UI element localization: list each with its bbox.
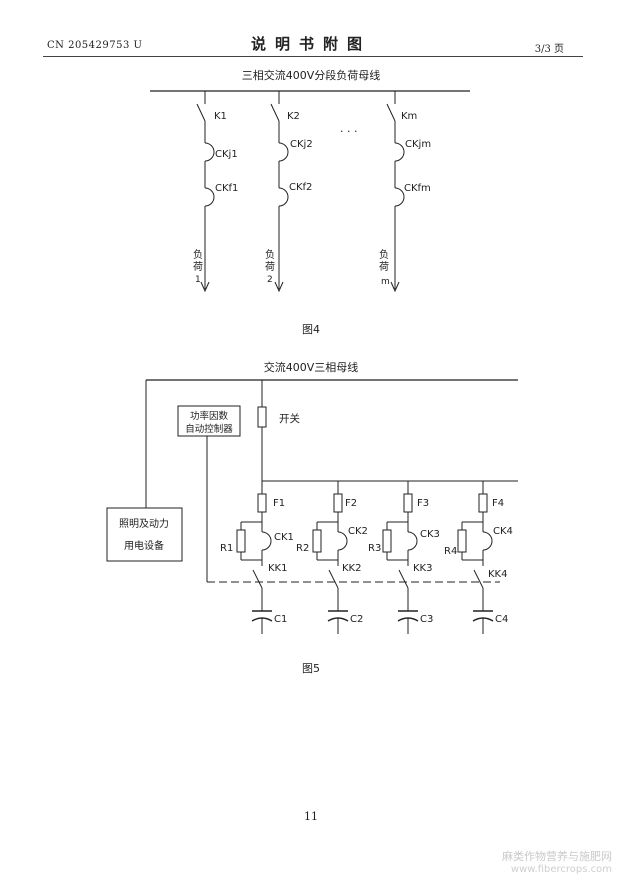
- fig5-label-f4: F4: [492, 498, 504, 509]
- page-indicator: 3/3 页: [534, 44, 564, 55]
- fig5-label-ck2: CK2: [348, 526, 368, 537]
- fig4-label-ckj1: CKj1: [215, 149, 238, 160]
- fig4-label-ckjm: CKjm: [405, 139, 431, 150]
- contactor-kk3: [398, 569, 409, 589]
- fig5-label-c4: C4: [495, 614, 508, 625]
- resistor-r2: [312, 529, 322, 553]
- fig5-label-kk1: KK1: [268, 563, 287, 574]
- fig4-load-arrow-2: [274, 281, 284, 293]
- watermark-text: 麻类作物营养与施肥网: [502, 850, 612, 863]
- controller-box: [177, 405, 241, 437]
- watermark-url: www.fibercrops.com: [510, 864, 612, 875]
- patent-number: CN 205429753 U: [47, 40, 143, 51]
- main-switch: [257, 406, 267, 428]
- fig5-label-ck1: CK1: [274, 532, 294, 543]
- fig5-label-ck3: CK3: [420, 529, 440, 540]
- fig4-load-2-c: 2: [267, 275, 273, 285]
- resistor-r1: [236, 529, 246, 553]
- fig5-branch-2: F2 R2 CK2 KK2 C2: [296, 481, 368, 634]
- fig4-switch-km: [386, 103, 396, 122]
- contactor-kk4: [473, 569, 484, 589]
- fig5-label-f1: F1: [273, 498, 285, 509]
- fig4-branch-2: K2 CKj2 CKf2 负 荷 2: [265, 91, 313, 293]
- fig5-label-r3: R3: [368, 543, 381, 554]
- fig5-bus-label: 交流400V三相母线: [264, 360, 359, 374]
- fuse-f2: [333, 493, 343, 513]
- fig4-load-1-a: 负: [193, 248, 203, 261]
- fig4-label-ckfm: CKfm: [404, 183, 431, 194]
- contactor-kk1: [252, 569, 263, 589]
- fig4-switch-k2: [270, 103, 280, 122]
- equipment-box: [106, 507, 183, 562]
- resistor-r4: [457, 529, 467, 553]
- fig5-label-f3: F3: [417, 498, 429, 509]
- reactor-ck4: [482, 531, 493, 551]
- fig4-load-arrow-m: [390, 281, 400, 293]
- fig4-reactor-ckfm: [394, 187, 405, 207]
- fig4-reactor-ckj2: [278, 142, 289, 162]
- fig5-label-ck4: CK4: [493, 526, 513, 537]
- fig4-reactor-ckf1: [204, 187, 215, 207]
- fig4-label-ckf2: CKf2: [289, 182, 312, 193]
- fig5-label-kk4: KK4: [488, 569, 507, 580]
- equipment-label-1: 照明及动力: [119, 517, 169, 530]
- fig5-label-c2: C2: [350, 614, 363, 625]
- header-rule: [43, 56, 583, 57]
- fig4-label-ckf1: CKf1: [215, 183, 238, 194]
- fig5-caption: 图5: [302, 662, 320, 675]
- equipment-label-2: 用电设备: [124, 539, 164, 552]
- fig4-label-k2: K2: [287, 111, 300, 122]
- fig4-reactor-ckj1: [204, 142, 215, 162]
- controller-label-2: 自动控制器: [185, 423, 233, 435]
- fig5-label-r1: R1: [220, 543, 233, 554]
- fig5-label-f2: F2: [345, 498, 357, 509]
- fuse-f3: [403, 493, 413, 513]
- reactor-ck1: [261, 531, 272, 551]
- reactor-ck3: [407, 531, 418, 551]
- controller-label-1: 功率因数: [190, 410, 229, 422]
- fig4-load-m-a: 负: [379, 248, 389, 261]
- fig5-label-kk2: KK2: [342, 563, 361, 574]
- main-switch-label: 开关: [279, 412, 300, 425]
- fig4-load-m-b: 荷: [379, 261, 389, 273]
- fig4-label-ckj2: CKj2: [290, 139, 313, 150]
- fig4-load-2-a: 负: [265, 248, 275, 261]
- fig5-label-c1: C1: [274, 614, 287, 625]
- fig4-caption: 图4: [302, 323, 320, 336]
- fig4-bus-label: 三相交流400V分段负荷母线: [242, 68, 381, 82]
- fig5-label-c3: C3: [420, 614, 433, 625]
- fig5-branch-1: F1 R1 CK1 KK1 C1: [220, 481, 294, 634]
- page-title: 说明书附图: [250, 35, 371, 53]
- fig4-load-arrow-1: [200, 281, 210, 293]
- fig5-branch-4: F4 R4 CK4 KK4 C4: [444, 481, 513, 634]
- fuse-f1: [257, 493, 267, 513]
- fig5-branch-3: F3 R3 CK3 KK3 C3: [368, 481, 440, 634]
- fig4-branch-m: Km CKjm CKfm 负 荷 m: [379, 91, 431, 293]
- fig5-label-r2: R2: [296, 543, 309, 554]
- fig4-reactor-ckjm: [394, 142, 405, 162]
- fuse-f4: [478, 493, 488, 513]
- fig4-switch-k1: [196, 103, 206, 122]
- fig4-label-km: Km: [401, 111, 417, 122]
- fig4-load-1-b: 荷: [193, 261, 203, 273]
- fig4-reactor-ckf2: [278, 187, 289, 207]
- page-number: 11: [304, 810, 318, 823]
- fig4-ellipsis: · · ·: [340, 125, 357, 138]
- fig4-load-m-c: m: [381, 277, 390, 287]
- fig4-branch-1: K1 CKj1 CKf1 负 荷 1: [193, 91, 238, 293]
- reactor-ck2: [337, 531, 348, 551]
- fig5-label-r4: R4: [444, 546, 457, 557]
- fig5-label-kk3: KK3: [413, 563, 432, 574]
- resistor-r3: [382, 529, 392, 553]
- fig4-label-k1: K1: [214, 111, 227, 122]
- contactor-kk2: [328, 569, 339, 589]
- fig4-load-1-c: 1: [195, 275, 201, 285]
- fig4-load-2-b: 荷: [265, 261, 275, 273]
